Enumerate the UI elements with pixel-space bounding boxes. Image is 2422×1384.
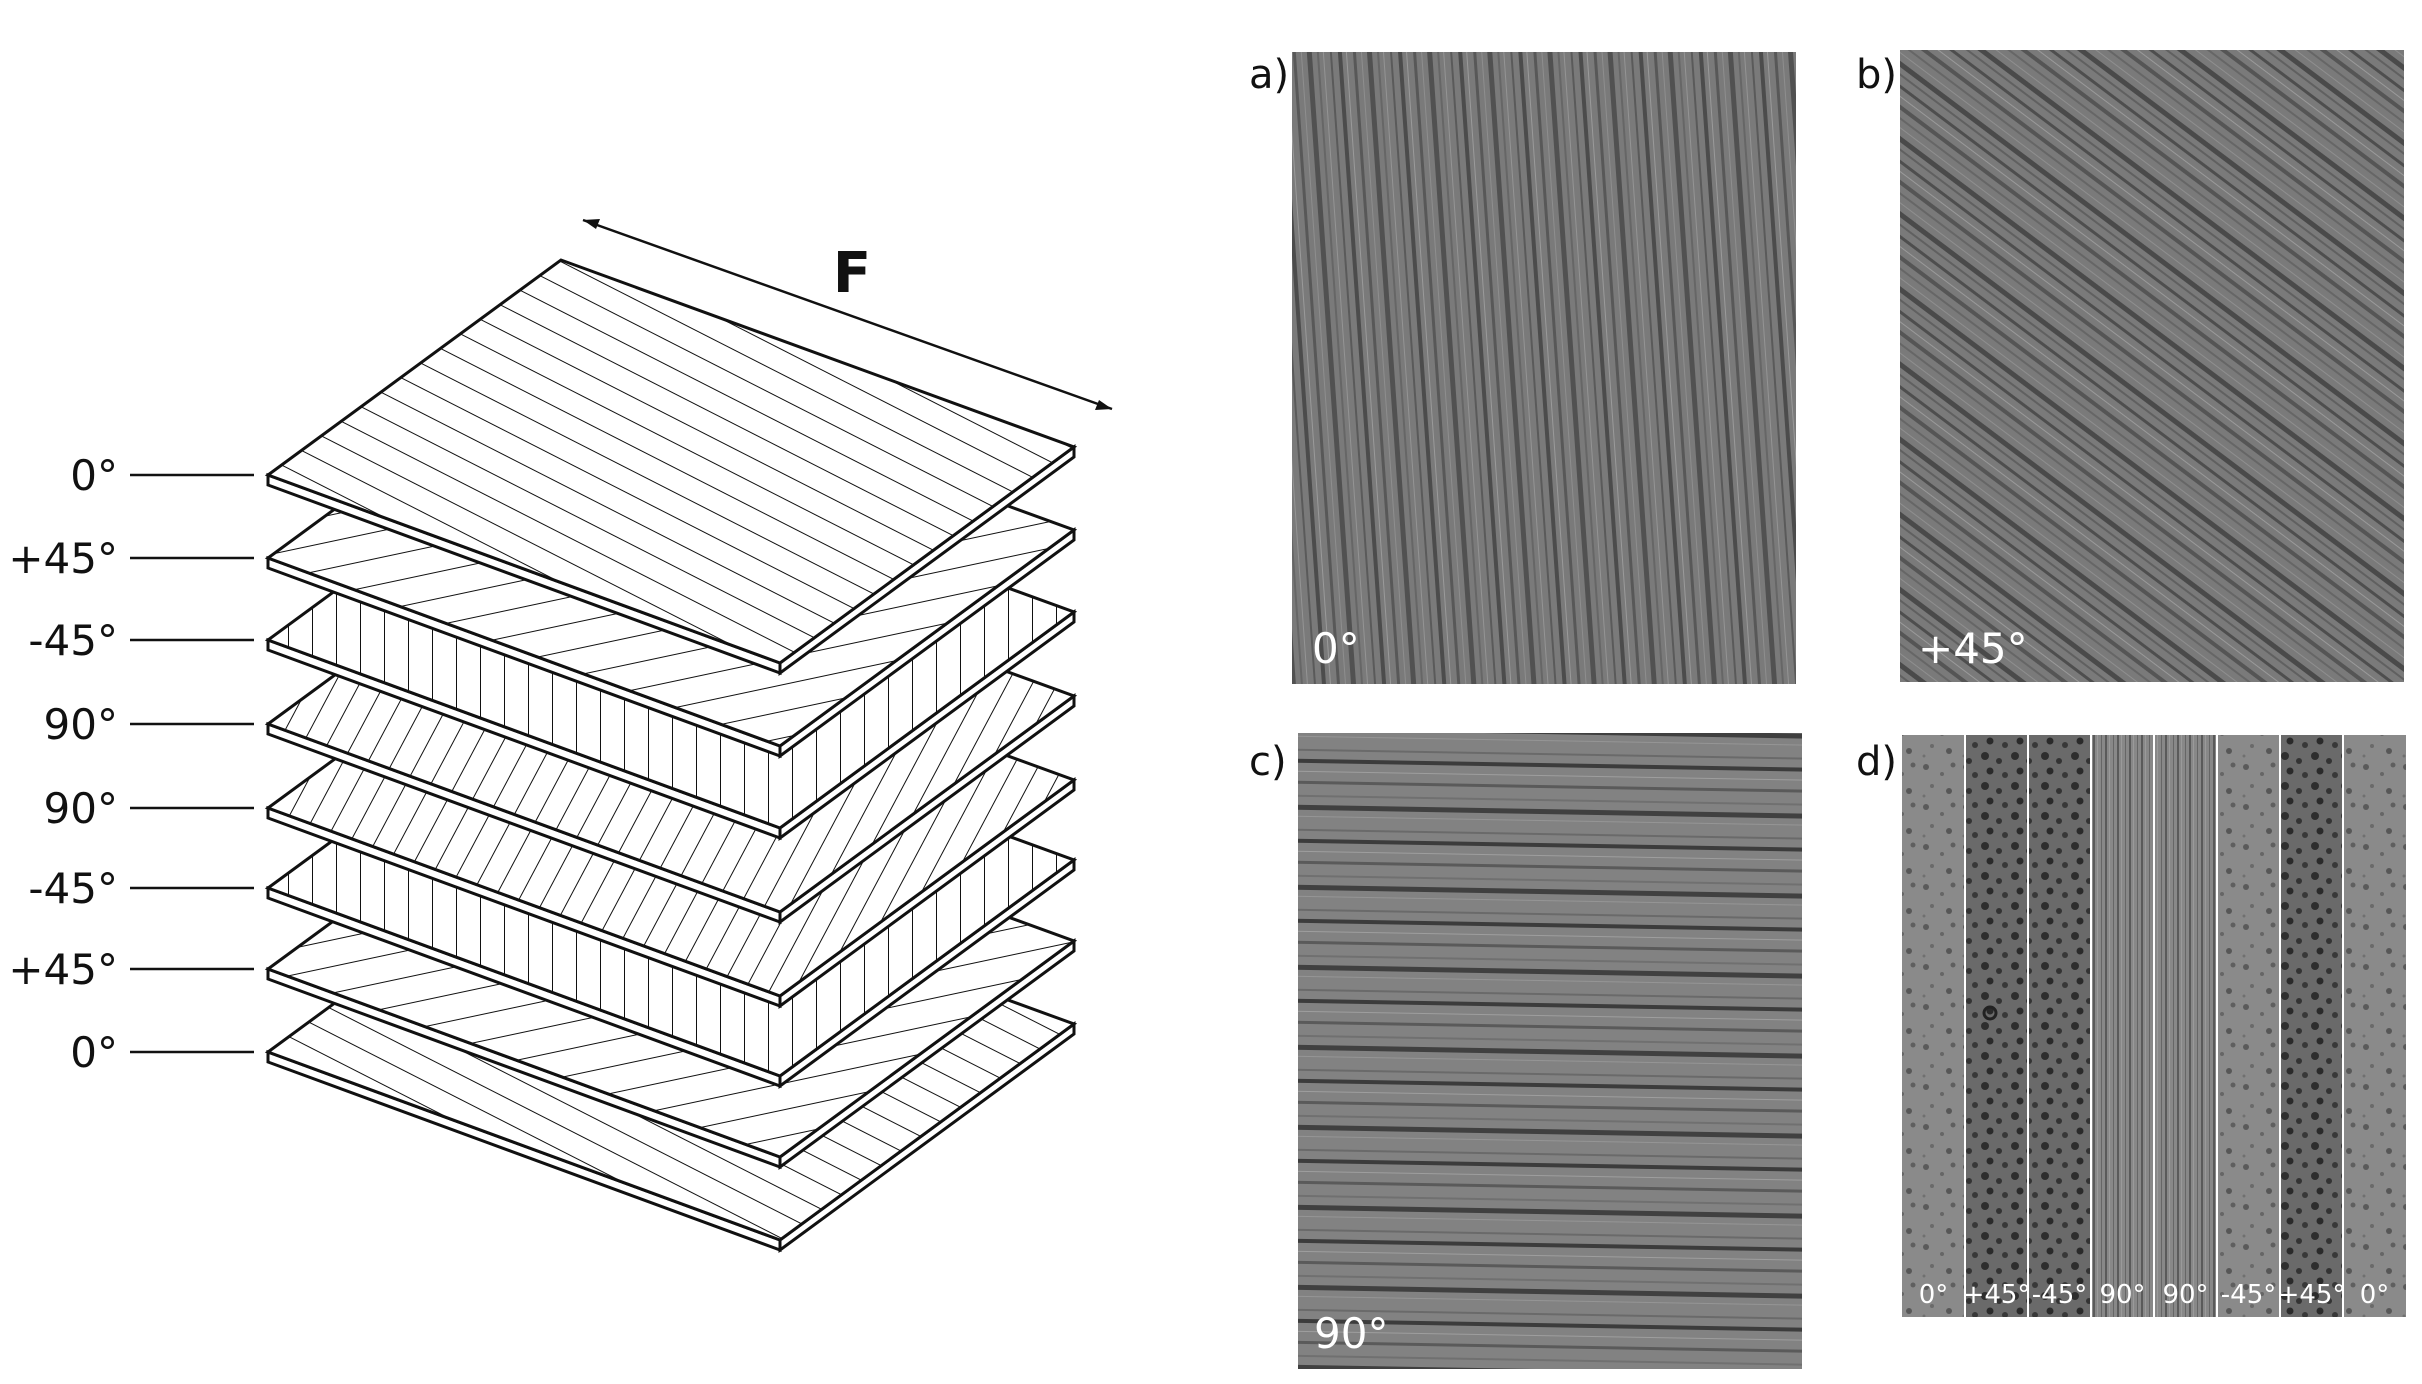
cross-section-strip <box>2343 735 2406 1317</box>
cross-section-label: -45° <box>2032 1280 2087 1310</box>
cross-section-strip <box>2280 735 2343 1317</box>
cross-section-label: -45° <box>2221 1280 2276 1310</box>
cross-section-strip <box>2028 735 2091 1317</box>
cross-section-strip <box>2154 735 2217 1317</box>
force-label: F <box>833 241 871 306</box>
layer-label: 0° <box>70 451 118 500</box>
panel-a-letter: a) <box>1249 52 1289 98</box>
panel-b-image <box>1900 50 2404 682</box>
layer-label: 0° <box>70 1028 118 1077</box>
cross-section-label: 90° <box>2099 1280 2145 1310</box>
cross-section-strip <box>2091 735 2154 1317</box>
layer-surface <box>264 258 1078 665</box>
layer-label: 90° <box>44 784 118 833</box>
panel-b-letter: b) <box>1856 52 1897 98</box>
panel-a-orientation: 0° <box>1312 624 1360 673</box>
panel-c: c) 90° <box>1249 733 1802 1369</box>
cross-section-label: 90° <box>2162 1280 2208 1310</box>
panel-c-letter: c) <box>1249 739 1287 785</box>
cross-section-strip <box>1902 735 1965 1317</box>
layer-label: +45° <box>8 534 118 583</box>
force-arrow <box>582 218 1113 411</box>
cross-section-strip <box>2217 735 2280 1317</box>
panel-d-cross-section: 0°+45°-45°90°90°-45°+45°0° <box>1902 735 2406 1317</box>
panel-a: a) 0° <box>1249 52 1796 684</box>
void-marker <box>1982 1005 1998 1021</box>
laminate-stack <box>264 258 1078 1253</box>
layer-labels: 0° +45° -45° 90° 90° -45° +45° 0° <box>8 451 254 1077</box>
cross-section-label: +45° <box>1963 1280 2031 1310</box>
panel-b-orientation: +45° <box>1918 624 2028 673</box>
cross-section-strip <box>1965 735 2028 1317</box>
layer-label: 90° <box>44 700 118 749</box>
cross-section-label: 0° <box>1919 1280 1949 1310</box>
panel-c-image <box>1298 733 1802 1369</box>
panel-b: b) +45° <box>1856 50 2404 682</box>
layer-label: +45° <box>8 945 118 994</box>
cross-section-label: 0° <box>2360 1280 2390 1310</box>
panel-a-image <box>1292 52 1796 684</box>
panel-d: d) 0°+45°-45°90°90°-45°+45°0° <box>1856 735 2406 1317</box>
layer-label: -45° <box>28 864 118 913</box>
cross-section-label: +45° <box>2278 1280 2346 1310</box>
layer-label: -45° <box>28 616 118 665</box>
panel-d-letter: d) <box>1856 739 1897 785</box>
panel-c-orientation: 90° <box>1314 1309 1388 1358</box>
